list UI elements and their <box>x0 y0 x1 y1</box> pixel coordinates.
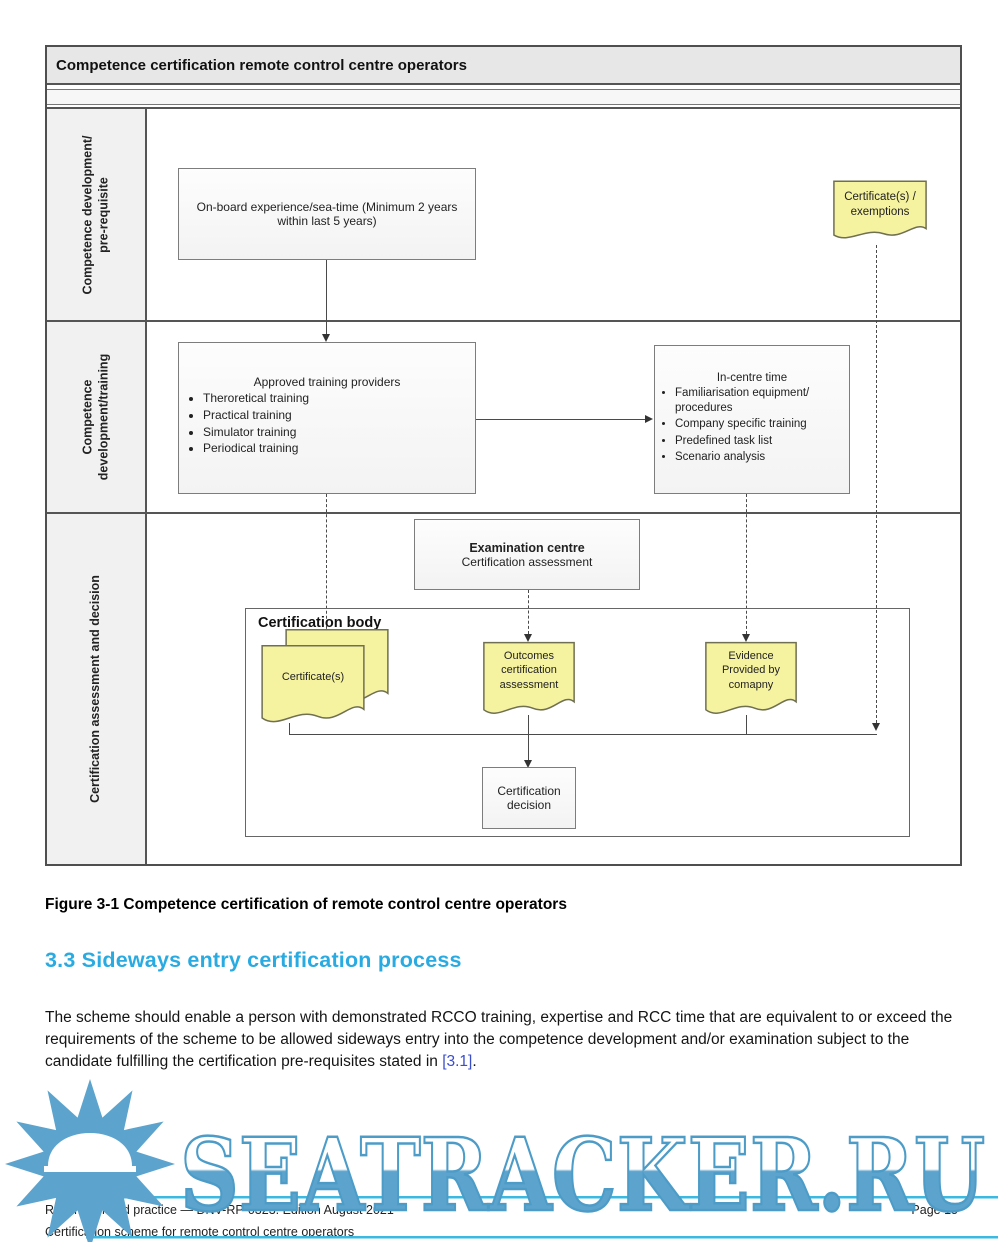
flow-diagram: Competence certification remote control … <box>45 45 962 866</box>
document-shape-icon <box>832 180 928 244</box>
diagram-subtitle-strip <box>47 89 960 105</box>
training-bullet: Periodical training <box>203 441 475 457</box>
dashed-line-incentre-to-evidence <box>746 494 747 634</box>
training-bullet: Practical training <box>203 408 475 424</box>
connector-horizontal <box>289 734 877 735</box>
lane-assessment-decision: Certification assessment and decision <box>47 512 960 864</box>
page-number: Page 15 <box>911 1203 958 1217</box>
in-centre-bullet: Predefined task list <box>675 434 849 449</box>
lane-label-assessment-decision: Certification assessment and decision <box>47 514 147 864</box>
section-heading: 3.3 Sideways entry certification process <box>45 948 462 972</box>
lane-development-training: Competence development/training <box>47 320 960 512</box>
arrow-training-to-incentre <box>476 419 646 420</box>
sun-dome <box>48 1133 132 1166</box>
connector-stub-evidence <box>746 715 747 735</box>
footer-edition: Recommended practice — DNV-RP-0323. Edit… <box>45 1203 394 1217</box>
in-centre-time-box: In-centre time Familiarisation equipment… <box>654 345 850 494</box>
in-centre-bullet: Familiarisation equipment/ procedures <box>675 386 849 416</box>
arrowhead-right-icon <box>645 415 653 423</box>
in-centre-bullet: Company specific training <box>675 417 849 432</box>
watermark-underline <box>78 1196 998 1199</box>
evidence-company-doc: Evidence Provided by comapny <box>704 641 798 721</box>
document-shape-icon <box>482 641 576 721</box>
document-shape-icon <box>260 644 366 730</box>
approved-training-providers-box: Approved training providers Theroretical… <box>178 342 476 494</box>
arrowhead-down-icon <box>742 634 750 642</box>
certification-body-container: Certification body <box>245 608 910 837</box>
lane-label-pre-requisite: Competence development/ pre-requisite <box>47 109 147 320</box>
connector-stub-certificates <box>289 723 290 735</box>
arrowhead-down-icon <box>524 634 532 642</box>
figure-caption: Figure 3-1 Competence certification of r… <box>45 896 567 913</box>
training-bullet: Theroretical training <box>203 391 475 407</box>
paragraph-text-end: . <box>472 1052 477 1070</box>
arrow-onboard-to-training <box>326 260 327 334</box>
certification-decision-box: Certification decision <box>482 767 576 829</box>
lane-pre-requisite: Competence development/ pre-requisite <box>47 107 960 320</box>
arrowhead-down-icon <box>872 723 880 731</box>
diagram-title-bar: Competence certification remote control … <box>47 47 960 85</box>
section-paragraph: The scheme should enable a person with d… <box>45 1007 963 1073</box>
footer-scheme: Certification scheme for remote control … <box>45 1225 355 1239</box>
page-footer: Recommended practice — DNV-RP-0323. Edit… <box>45 1203 958 1239</box>
document-shape-icon <box>704 641 798 721</box>
onboard-experience-box: On-board experience/sea-time (Minimum 2 … <box>178 168 476 260</box>
connector-outcomes-to-decision <box>528 715 529 762</box>
dashed-line-exemptions <box>876 245 877 723</box>
training-bullet: Simulator training <box>203 425 475 441</box>
cross-reference-link[interactable]: [3.1] <box>442 1052 473 1070</box>
examination-centre-box: Examination centre Certification assessm… <box>414 519 640 590</box>
sun-horizon <box>44 1166 136 1172</box>
in-centre-bullet: Scenario analysis <box>675 450 849 465</box>
arrowhead-down-icon <box>524 760 532 768</box>
dashed-line-exam-to-outcomes <box>528 590 529 634</box>
outcomes-assessment-doc: Outcomes certification assessment <box>482 641 576 721</box>
diagram-title: Competence certification remote control … <box>56 56 467 74</box>
paragraph-text: The scheme should enable a person with d… <box>45 1008 953 1070</box>
arrowhead-down-icon <box>322 334 330 342</box>
certificates-exemptions-doc: Certificate(s) / exemptions <box>832 180 928 244</box>
lane-label-development-training: Competence development/training <box>47 322 147 512</box>
dashed-line-training-to-certificates <box>326 494 327 634</box>
certificates-doc: Certificate(s) <box>260 644 366 730</box>
